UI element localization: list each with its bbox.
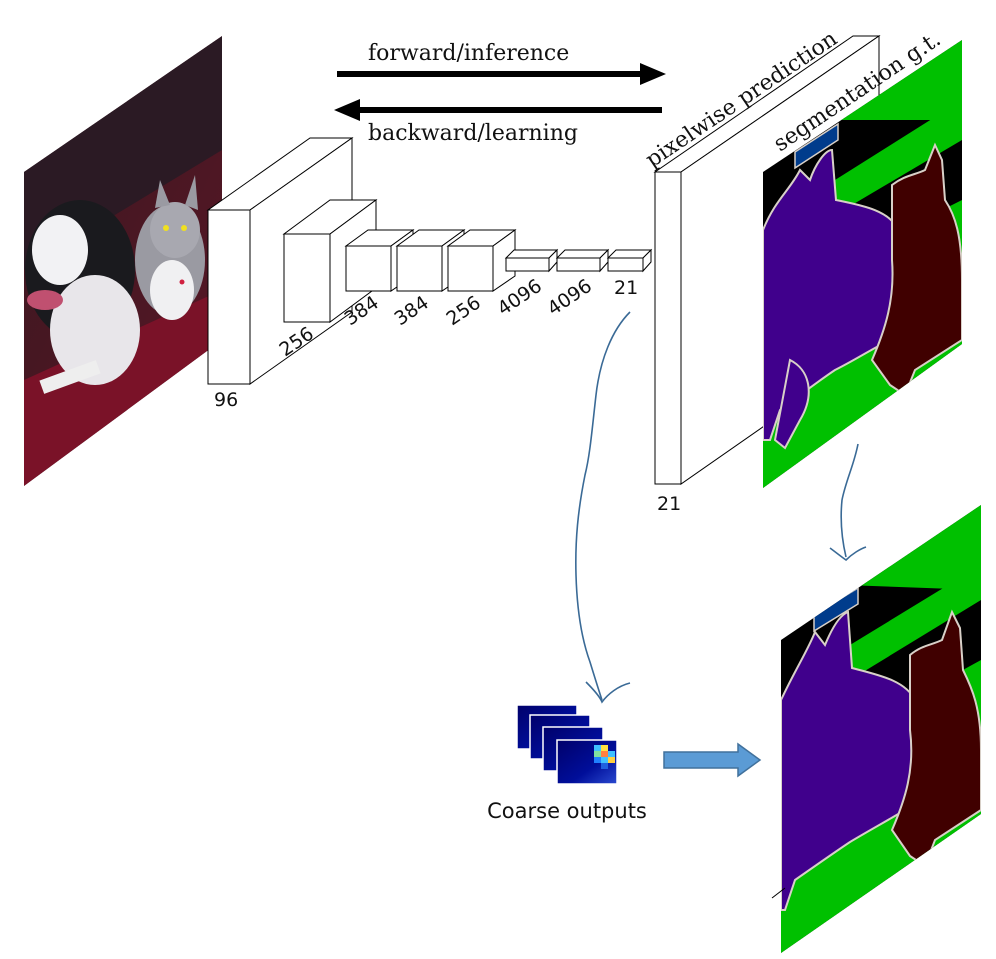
layer-label-21: 21 — [614, 277, 638, 299]
layer-label-96: 96 — [214, 389, 238, 411]
layer-label-384b: 384 — [390, 292, 432, 331]
curve-arrow-to-output — [829, 443, 867, 562]
forward-label: forward/inference — [368, 41, 569, 66]
layer-block-21 — [606, 248, 653, 273]
backward-arrow — [334, 99, 662, 121]
curve-arrow-to-coarse — [575, 311, 631, 704]
output-edge-mark — [771, 887, 786, 899]
coarse-outputs-label: Coarse outputs — [487, 799, 647, 823]
forward-arrow — [337, 63, 666, 85]
prediction-depth-label: 21 — [657, 493, 681, 515]
layer-block-384a — [344, 229, 415, 292]
layer-label-4096b: 4096 — [543, 275, 595, 320]
block-arrow-to-output — [663, 742, 762, 778]
layer-label-256b: 256 — [442, 292, 484, 331]
backward-label: backward/learning — [368, 121, 578, 146]
layer-block-4096a — [504, 248, 559, 273]
cnn-layers — [206, 137, 653, 385]
layer-block-256b — [446, 229, 517, 292]
coarse-outputs-stack — [516, 704, 618, 785]
input-photo — [24, 36, 222, 486]
layer-block-4096b — [555, 248, 610, 273]
output-segmentation-image — [781, 505, 981, 953]
